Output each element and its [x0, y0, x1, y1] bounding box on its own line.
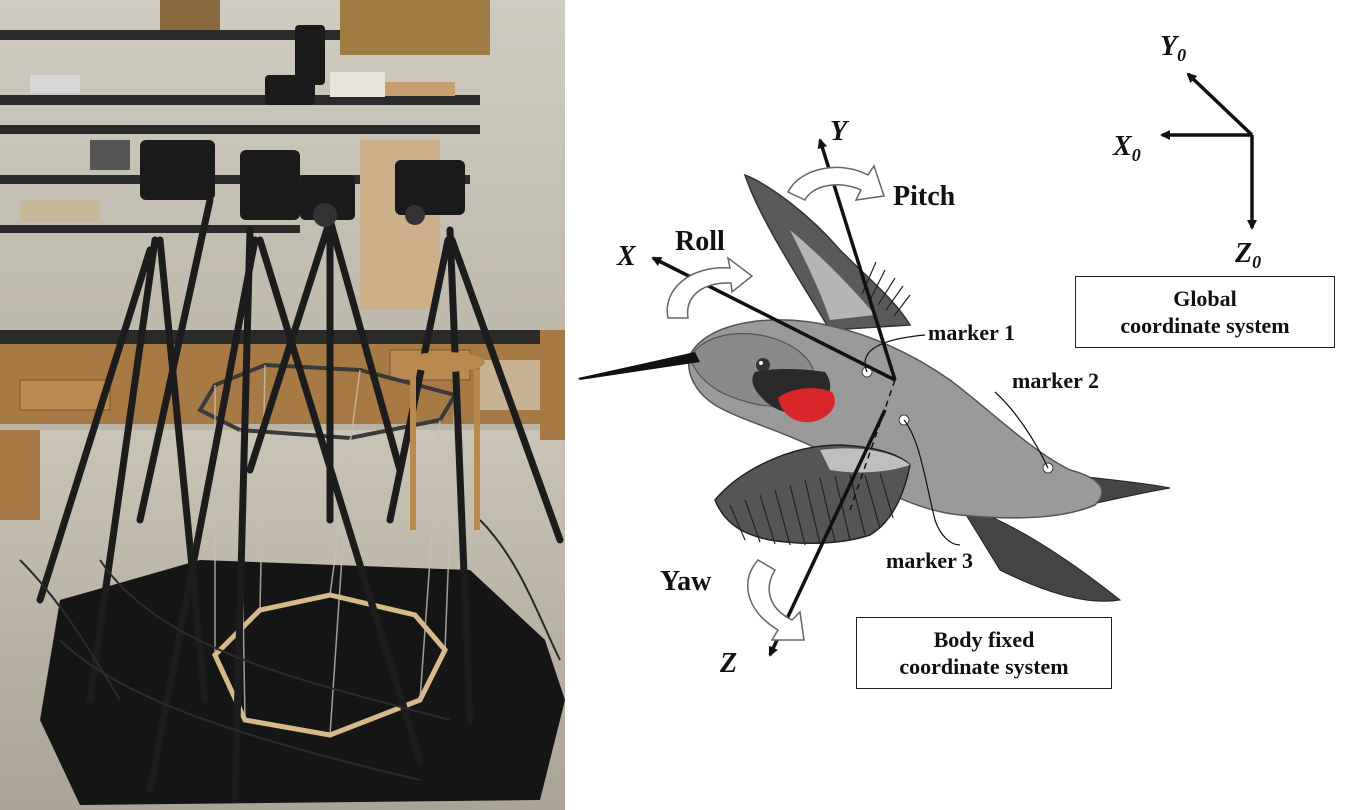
marker-1-label: marker 1 [928, 320, 1015, 345]
global-axis-z-label: Z0 [1234, 238, 1261, 272]
tripods [36, 196, 564, 804]
marker-2-label: marker 2 [1012, 368, 1099, 393]
yaw-arrow-icon [747, 559, 805, 641]
roll-label: Roll [675, 226, 725, 257]
coordinate-diagram: Roll Pitch Yaw X Y Z Y0 X0 Z0 marker 1 m… [578, 31, 1261, 679]
body-axis-y-label: Y [830, 116, 850, 147]
body-axis-z-label: Z [719, 648, 737, 679]
yaw-label: Yaw [660, 566, 712, 597]
rotation-arrows [666, 164, 885, 641]
body-box-line1: Body fixed [933, 627, 1035, 652]
global-coordinate-box: Global coordinate system [1075, 276, 1335, 348]
global-axis-y-label: Y0 [1160, 31, 1186, 65]
body-box-line2: coordinate system [899, 654, 1069, 679]
floor-cloth [40, 560, 565, 805]
body-fixed-coordinate-box: Body fixed coordinate system [856, 617, 1112, 689]
marker-3-label: marker 3 [886, 548, 973, 573]
eye [756, 358, 770, 372]
global-box-line1: Global [1173, 286, 1237, 311]
hummingbird [578, 173, 1171, 602]
pitch-arrow-icon [786, 164, 885, 201]
beak [578, 352, 700, 380]
throat-red [778, 388, 835, 423]
global-axis-x-label: X0 [1112, 131, 1141, 165]
body-axis-x-label: X [616, 241, 637, 272]
high-speed-cameras [140, 25, 465, 227]
global-box-line2: coordinate system [1120, 313, 1290, 338]
shelves [0, 0, 490, 310]
pitch-label: Pitch [893, 181, 956, 212]
camera-rig-photo [0, 0, 565, 810]
stool [405, 352, 485, 530]
roll-arrow-icon [666, 256, 754, 319]
global-axes [1160, 72, 1257, 230]
